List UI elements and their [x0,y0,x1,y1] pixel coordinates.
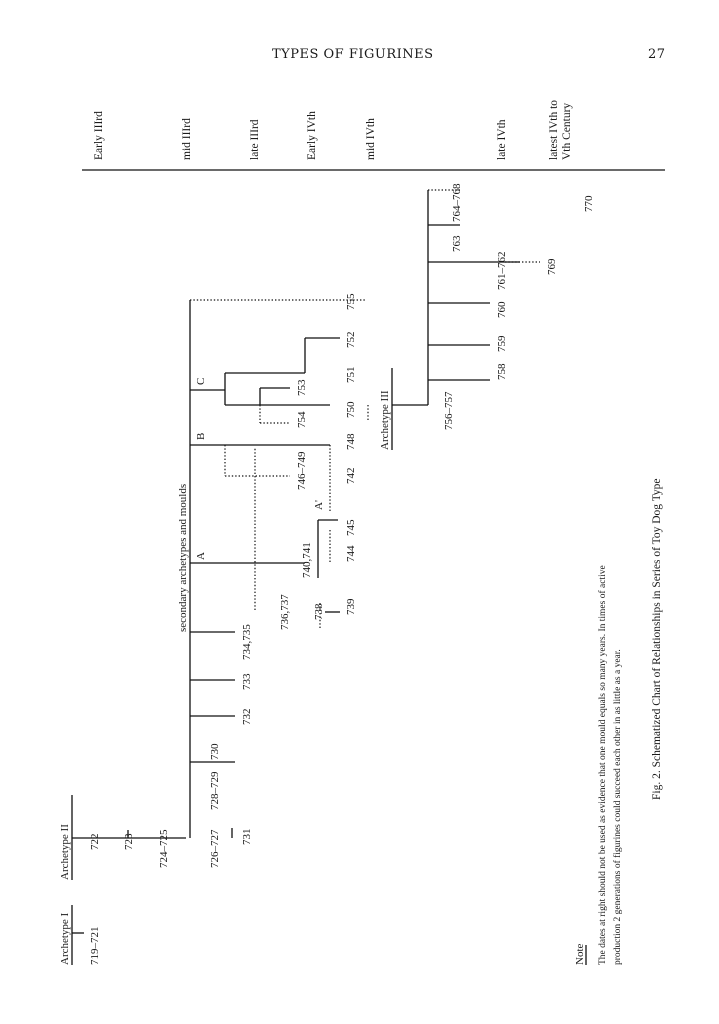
num-752: 752 [345,332,357,349]
period-labels: Early IIIrd mid IIIrd late IIIrd Early I… [93,100,573,160]
archetype-iii-label: Archetype III [379,390,391,450]
secondary-label: secondary archetypes and moulds [177,484,189,632]
num-758: 758 [496,363,508,380]
num-759: 759 [496,335,508,352]
num-719: 719–721 [89,927,101,966]
num-746: 746–749 [296,451,308,490]
num-740: 740,741 [301,542,313,578]
num-763: 763 [451,235,463,252]
figure-caption: Fig. 2. Schematized Chart of Relationshi… [651,478,663,800]
page-number: 27 [648,47,666,62]
note-heading: Note [574,944,586,966]
num-732: 732 [241,709,253,726]
num-756: 756–757 [443,391,455,430]
branch-b-label: B [195,433,207,440]
num-739: 739 [345,598,357,615]
num-733: 733 [241,673,253,690]
num-723: 723 [123,833,135,850]
archetype-ii-label: Archetype II [59,824,71,880]
num-726: 726–727 [209,829,221,868]
note-line-2: production 2 generations of figurines co… [612,649,623,965]
period-mid-ivth: mid IVth [365,118,377,160]
period-early-ivth: Early IVth [306,111,318,160]
num-724: 724–725 [158,829,170,868]
num-769: 769 [546,258,558,275]
num-760: 760 [496,301,508,318]
period-early-iiird: Early IIIrd [93,111,105,160]
num-742: 742 [345,468,357,485]
period-mid-iiird: mid IIIrd [181,118,193,160]
period-late-iiird: late IIIrd [249,119,261,160]
num-736: 736,737 [279,594,291,630]
num-764: 764–768 [451,183,463,222]
period-late-ivth: late IVth [496,119,508,160]
num-734: 734,735 [241,624,253,660]
period-latest-ivth: latest IVth to [548,100,560,160]
num-731: 731 [241,829,253,846]
note-line-1: The dates at right should not be used as… [597,565,608,965]
num-722: 722 [89,834,101,851]
num-754: 754 [296,411,308,428]
a-prime-label: A' [313,500,325,510]
num-728: 728–729 [209,771,221,810]
archetype-i-label: Archetype I [59,912,71,965]
num-770: 770 [583,195,595,212]
period-vth-century: Vth Century [561,103,573,160]
num-745: 745 [345,519,357,536]
num-761: 761–762 [496,252,508,291]
num-744: 744 [345,545,357,562]
num-738: 738 [313,603,325,620]
num-748: 748 [345,433,357,450]
num-753: 753 [296,379,308,396]
num-755: 755 [345,293,357,310]
num-730: 730 [209,743,221,760]
num-751: 751 [345,367,357,384]
branch-c-label: C [195,378,207,385]
branch-a-label: A [195,552,207,560]
running-head: TYPES OF FIGURINES [272,47,434,62]
num-750: 750 [345,401,357,418]
